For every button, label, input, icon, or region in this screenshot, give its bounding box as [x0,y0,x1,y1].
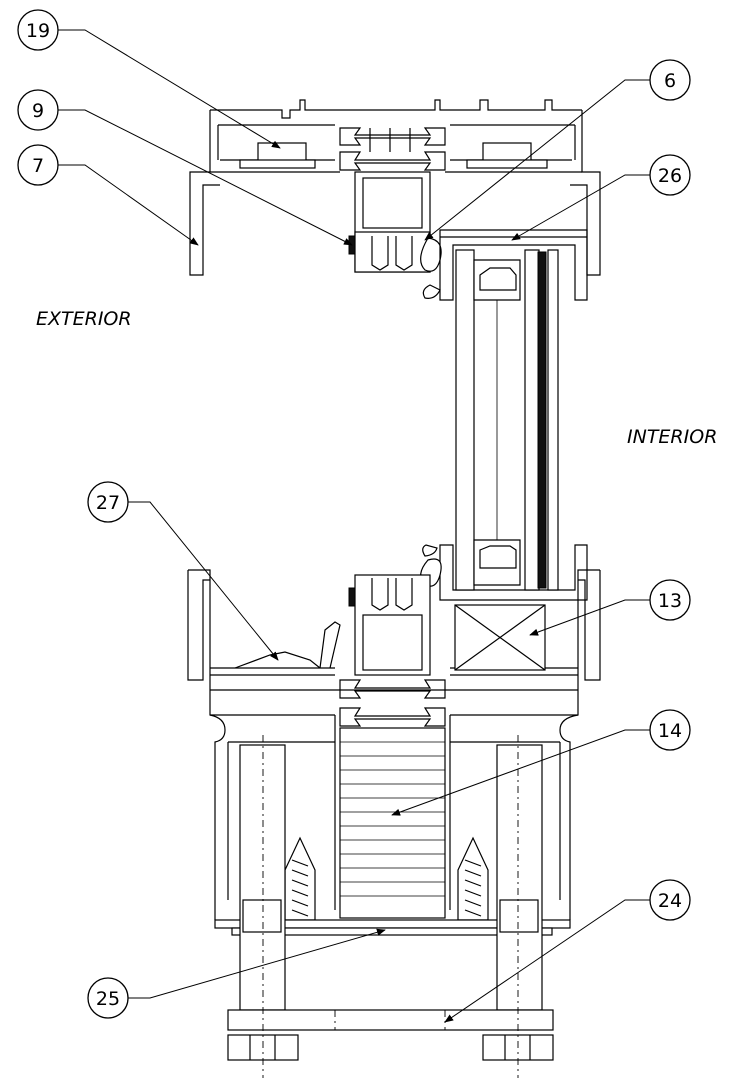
callout-26: 26 [649,154,691,196]
sill-frame [187,569,601,920]
callout-27: 27 [87,481,129,523]
interior-label: INTERIOR [627,426,717,448]
head-frame [189,99,601,299]
svg-text:24: 24 [658,890,682,912]
callout-25: 25 [87,977,129,1019]
callout-24: 24 [649,879,691,921]
svg-text:27: 27 [96,492,120,514]
svg-text:9: 9 [32,100,44,122]
callout-14: 14 [649,709,691,751]
leader-lines [57,29,650,1023]
screw-anchors [279,836,494,931]
svg-text:19: 19 [26,20,50,42]
svg-text:7: 7 [32,155,44,177]
exterior-label: EXTERIOR [36,308,132,330]
svg-text:6: 6 [664,70,676,92]
svg-text:25: 25 [96,988,120,1010]
svg-text:13: 13 [658,590,682,612]
svg-text:26: 26 [658,165,682,187]
glazing-unit [420,229,588,601]
callout-7: 7 [17,144,59,186]
svg-text:14: 14 [658,720,682,742]
callout-13: 13 [649,579,691,621]
callout-6: 6 [649,59,691,101]
callout-9: 9 [17,89,59,131]
callout-19: 19 [17,9,59,51]
